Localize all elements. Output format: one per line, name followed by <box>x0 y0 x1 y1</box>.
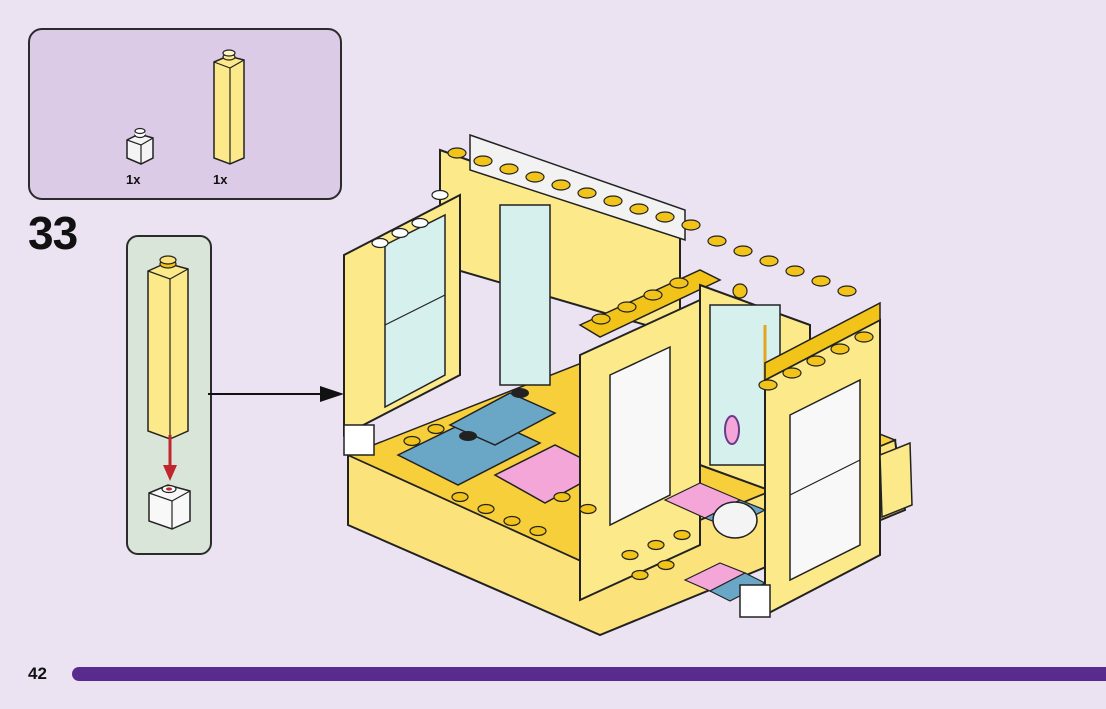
step-number: 33 <box>28 207 78 259</box>
white-brick-icon <box>148 484 191 530</box>
model-illustration <box>343 133 913 637</box>
right-arrow-icon <box>208 386 344 402</box>
part-quantity: 1x <box>126 172 141 187</box>
page-progress-bar <box>72 667 1106 681</box>
down-arrow-icon <box>163 435 177 481</box>
parts-list-panel: 1x 1x <box>28 28 342 200</box>
white-1x1-brick-icon <box>126 127 154 165</box>
yellow-1x1-column-brick-icon <box>213 49 245 165</box>
yellow-column-brick-icon <box>147 255 189 440</box>
page-number: 42 <box>28 664 47 683</box>
sub-assembly-panel <box>126 235 212 555</box>
part-quantity: 1x <box>213 172 228 187</box>
